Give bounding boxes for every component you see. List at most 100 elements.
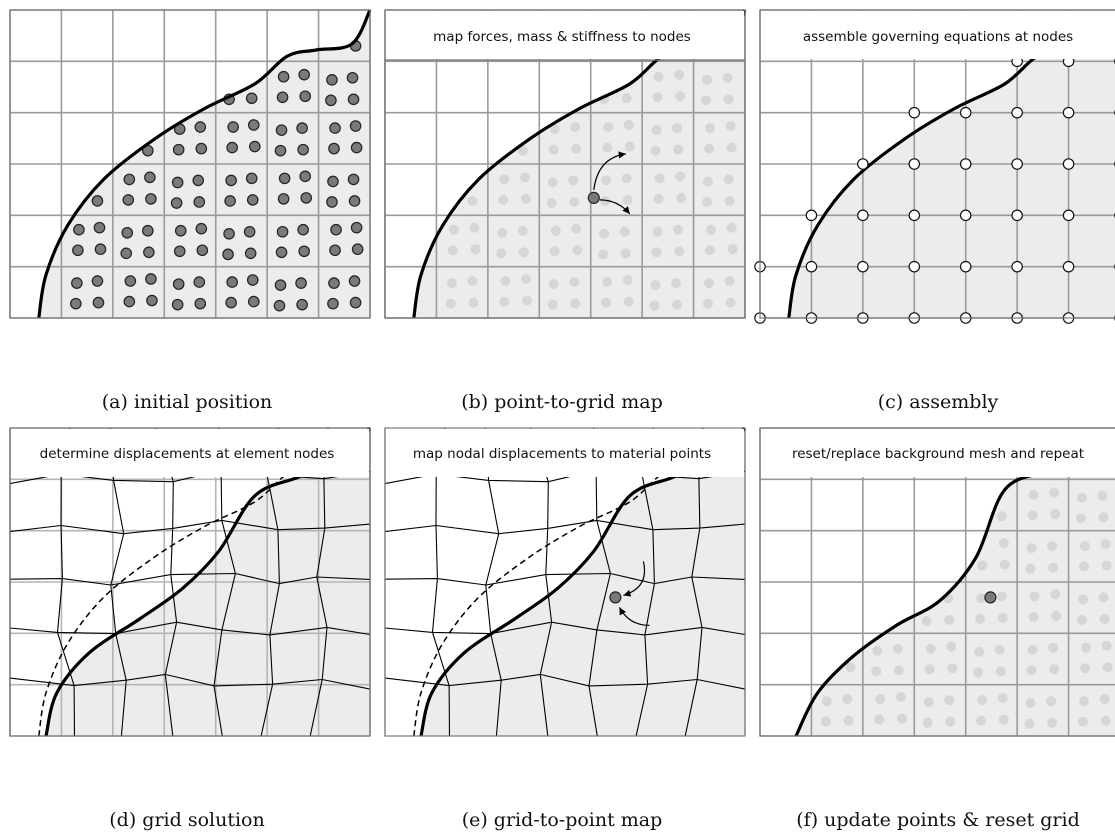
material-point bbox=[652, 226, 663, 237]
material-point bbox=[1099, 694, 1110, 705]
material-region bbox=[796, 432, 1115, 736]
material-point bbox=[675, 171, 686, 182]
material-point bbox=[350, 141, 363, 154]
material-point bbox=[172, 143, 185, 156]
material-point bbox=[1027, 510, 1038, 521]
material-point bbox=[1049, 664, 1060, 675]
material-point bbox=[892, 643, 903, 654]
material-point bbox=[468, 297, 479, 308]
header-assembly: assemble governing equations at nodes bbox=[803, 29, 1073, 45]
material-point bbox=[91, 195, 104, 207]
grid-node bbox=[1011, 209, 1023, 222]
material-point bbox=[245, 172, 258, 185]
panel-frame bbox=[384, 427, 746, 737]
material-point bbox=[996, 591, 1007, 602]
panel-frame bbox=[9, 9, 371, 319]
grid-node bbox=[908, 158, 921, 170]
grid-node bbox=[1062, 106, 1075, 119]
material-point bbox=[71, 277, 83, 289]
material-point bbox=[447, 245, 458, 256]
material-point bbox=[246, 194, 259, 206]
material-point bbox=[467, 276, 478, 287]
material-point bbox=[194, 297, 207, 310]
panel-frame bbox=[384, 9, 746, 319]
material-point bbox=[1102, 662, 1113, 673]
material-point bbox=[277, 70, 290, 83]
material-point bbox=[296, 298, 308, 311]
material-point bbox=[246, 274, 259, 286]
material-point bbox=[1048, 642, 1059, 653]
material-point bbox=[144, 171, 156, 184]
material-point bbox=[842, 694, 853, 705]
material-point bbox=[274, 279, 287, 291]
material-point bbox=[297, 143, 309, 156]
material-point bbox=[448, 224, 459, 235]
material-point bbox=[672, 123, 683, 134]
material-point bbox=[143, 246, 155, 259]
material-point bbox=[72, 244, 84, 257]
material-point bbox=[845, 662, 856, 673]
material-point bbox=[349, 120, 362, 132]
material-point bbox=[275, 124, 288, 136]
material-point bbox=[1079, 696, 1089, 707]
material-point bbox=[673, 144, 684, 155]
material-point bbox=[518, 247, 529, 258]
material-point bbox=[192, 174, 205, 187]
material-point bbox=[329, 244, 341, 257]
material-point bbox=[1025, 563, 1036, 574]
grid-node bbox=[959, 106, 972, 119]
material-point bbox=[723, 174, 734, 185]
material-point bbox=[146, 294, 158, 307]
material-point bbox=[676, 192, 687, 203]
material-point bbox=[170, 197, 183, 209]
grid-node bbox=[1011, 260, 1023, 273]
material-point bbox=[327, 175, 339, 188]
material-point bbox=[650, 280, 661, 291]
material-point bbox=[499, 296, 510, 307]
material-point bbox=[673, 224, 684, 235]
material-point bbox=[896, 713, 907, 724]
panel-grid-solution: (d) grid solution determine displacement… bbox=[9, 426, 372, 831]
material-point bbox=[649, 300, 660, 311]
material-point bbox=[651, 125, 662, 136]
grid-node bbox=[908, 209, 921, 222]
material-point bbox=[872, 645, 883, 656]
material-point bbox=[347, 173, 360, 186]
deformed-mesh-line bbox=[384, 673, 746, 690]
material-point bbox=[1075, 513, 1086, 524]
material-point bbox=[820, 716, 831, 727]
caption-point-to-grid-map: (b) point-to-grid map bbox=[461, 391, 663, 413]
grid-node bbox=[1062, 260, 1075, 273]
grid-node bbox=[1062, 158, 1075, 170]
header-box bbox=[386, 11, 744, 59]
material-point bbox=[650, 145, 661, 156]
material-point bbox=[546, 198, 557, 209]
material-point bbox=[1077, 594, 1088, 605]
material-point bbox=[173, 245, 186, 258]
highlighted-point bbox=[587, 191, 600, 204]
material-point bbox=[174, 224, 187, 237]
material-point bbox=[94, 243, 107, 256]
material-point bbox=[671, 278, 682, 289]
material-point bbox=[249, 140, 261, 153]
material-point bbox=[621, 93, 632, 104]
material-point bbox=[1029, 591, 1040, 602]
material-point bbox=[994, 644, 1005, 655]
material-point bbox=[276, 225, 289, 238]
material-point bbox=[296, 122, 308, 134]
material-point bbox=[70, 297, 82, 310]
material-point bbox=[624, 141, 635, 152]
material-point bbox=[569, 196, 580, 207]
material-point bbox=[923, 697, 934, 708]
grid-node bbox=[857, 209, 869, 222]
material-point bbox=[726, 142, 737, 153]
deformed-mesh-line bbox=[109, 427, 127, 737]
material-point bbox=[298, 245, 310, 258]
material-point bbox=[93, 221, 106, 234]
material-point bbox=[299, 90, 311, 103]
material-point bbox=[298, 68, 310, 81]
caption-initial-position: (a) initial position bbox=[102, 391, 273, 413]
material-point bbox=[976, 593, 987, 604]
material-point bbox=[1026, 543, 1037, 554]
